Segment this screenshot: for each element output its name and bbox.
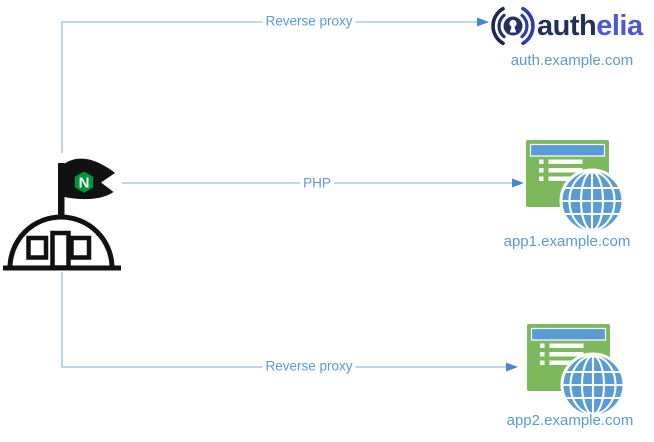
edge-nginx-to-authelia [61, 17, 489, 153]
web-app-icon-app2 [527, 324, 626, 418]
authelia-wordmark-dark: auth [537, 10, 597, 42]
nginx-hexagon-icon [74, 171, 94, 193]
edge-label-reverse-proxy-bottom: Reverse proxy [262, 358, 356, 374]
app2-domain-label: app2.example.com [506, 412, 634, 429]
arrowhead-icon [512, 178, 524, 188]
flagpole [58, 163, 65, 225]
authelia-domain-label: auth.example.com [510, 52, 634, 69]
nginx-flag-letter: N [79, 175, 90, 192]
authelia-logo-icon [491, 6, 535, 46]
door [50, 230, 71, 270]
app-titlebar [529, 143, 606, 157]
nginx-server-icon: N [3, 158, 121, 271]
edge-label-php: PHP [300, 175, 334, 191]
arrowhead-icon [477, 17, 489, 27]
app-titlebar [530, 327, 607, 341]
window-left [26, 235, 49, 260]
web-app-icon-app1 [526, 140, 625, 234]
app-list-lines [540, 343, 584, 365]
window-right [69, 235, 92, 260]
authelia-wordmark-accent: elia [596, 10, 643, 42]
edge-label-reverse-proxy-top: Reverse proxy [262, 13, 356, 29]
app-list-lines [539, 159, 583, 181]
globe-icon [560, 352, 626, 418]
keyhole-icon [509, 19, 517, 28]
globe-icon [559, 168, 625, 234]
authelia-wordmark: authelia [537, 6, 643, 46]
arrowhead-icon [506, 362, 518, 372]
app1-domain-label: app1.example.com [503, 233, 631, 250]
edge-nginx-to-app2 [61, 272, 518, 372]
